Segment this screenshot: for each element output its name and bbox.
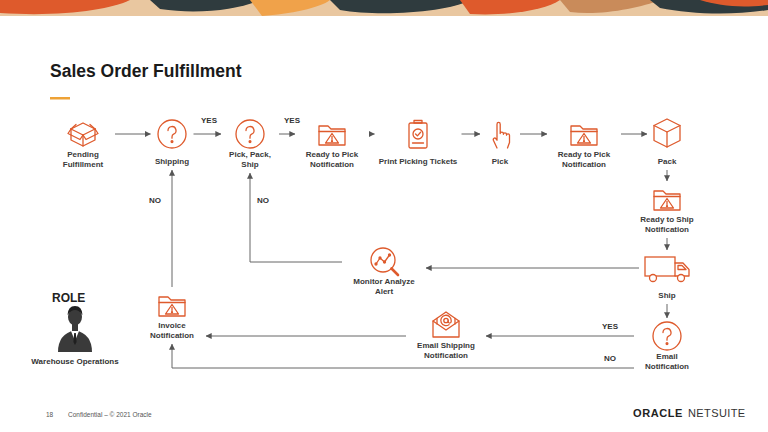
flow-arrow <box>667 238 668 250</box>
step-label: Ready to Ship Notification <box>633 215 701 235</box>
branch-label: NO <box>256 196 270 206</box>
process-step: Monitor Analyze Alert <box>342 243 426 300</box>
flow-arrow <box>621 134 647 135</box>
flow-arrow <box>667 304 668 318</box>
step-label: Ship <box>658 291 675 301</box>
process-step: Email Notification <box>634 318 700 375</box>
flow-arrow <box>667 170 668 181</box>
slide-title: Sales Order Fulfillment <box>50 61 242 82</box>
step-label: Invoice Notification <box>142 321 202 341</box>
process-step: Ready to Ship Notification <box>629 181 705 238</box>
process-step: Ship <box>639 250 695 304</box>
step-icon <box>67 118 99 150</box>
process-step: Invoice Notification <box>138 287 206 344</box>
flow-arrow <box>279 134 295 135</box>
flow-arrow <box>194 134 222 135</box>
step-label: Email Shipping Notification <box>410 341 482 361</box>
process-step: Email Shipping Notification <box>406 307 486 364</box>
step-label: Print Picking Tickets <box>379 157 458 167</box>
person-icon <box>58 306 92 352</box>
flow-arrow <box>369 134 375 135</box>
banner-art <box>0 0 768 16</box>
flow-arrow <box>115 134 151 135</box>
branch-label: NO <box>603 354 617 364</box>
role-name: Warehouse Operations <box>31 357 118 367</box>
step-icon <box>368 245 400 277</box>
flow-arrow <box>172 170 173 287</box>
step-label: Pack <box>658 157 677 167</box>
flow-arrow <box>520 134 547 135</box>
flow-arrow <box>250 173 342 262</box>
step-label: Ready to Pick Notification <box>299 150 365 170</box>
process-step: Pending Fulfillment <box>51 116 115 173</box>
process-step: Pack <box>647 114 687 170</box>
process-step: Shipping <box>151 116 194 170</box>
process-step: Print Picking Tickets <box>375 116 462 170</box>
step-icon <box>651 320 683 352</box>
flow-arrow <box>206 336 406 337</box>
step-icon <box>651 116 683 150</box>
process-step: Pick <box>480 116 520 170</box>
footer-note: Confidential – © 2021 Oracle <box>68 411 152 419</box>
process-step: Ready to Pick Notification <box>295 116 369 173</box>
step-icon <box>643 252 691 284</box>
branch-label: YES <box>200 116 218 126</box>
step-icon <box>156 289 188 321</box>
flow-arrow <box>486 336 634 337</box>
brand-logo: NETSUITE <box>688 407 746 420</box>
step-icon <box>651 183 683 215</box>
step-label: Shipping <box>155 157 189 167</box>
step-label: Pending Fulfillment <box>55 150 111 170</box>
step-icon <box>484 118 516 150</box>
step-label: Pick, Pack, Ship <box>225 150 275 170</box>
accent-bar <box>50 97 70 100</box>
step-icon <box>402 118 434 150</box>
step-icon <box>568 118 600 150</box>
flow-arrow <box>172 344 634 368</box>
process-step: Ready to Pick Notification <box>547 116 621 173</box>
page-number: 18 <box>46 411 53 419</box>
step-label: Ready to Pick Notification <box>551 150 617 170</box>
step-label: Monitor Analyze Alert <box>346 277 422 297</box>
step-icon <box>316 118 348 150</box>
flow-arrow <box>426 268 639 269</box>
branch-label: YES <box>283 116 301 126</box>
branch-label: YES <box>601 322 619 332</box>
branch-label: NO <box>148 196 162 206</box>
step-icon <box>156 118 188 150</box>
step-label: Pick <box>492 157 508 167</box>
flow-arrow <box>462 134 481 135</box>
role-heading: ROLE <box>52 291 85 305</box>
step-label: Email Notification <box>638 352 696 372</box>
process-step: Pick, Pack, Ship <box>221 116 279 173</box>
step-icon <box>234 118 266 150</box>
step-icon <box>430 309 462 341</box>
brand-logo: ORACLE <box>633 407 683 420</box>
